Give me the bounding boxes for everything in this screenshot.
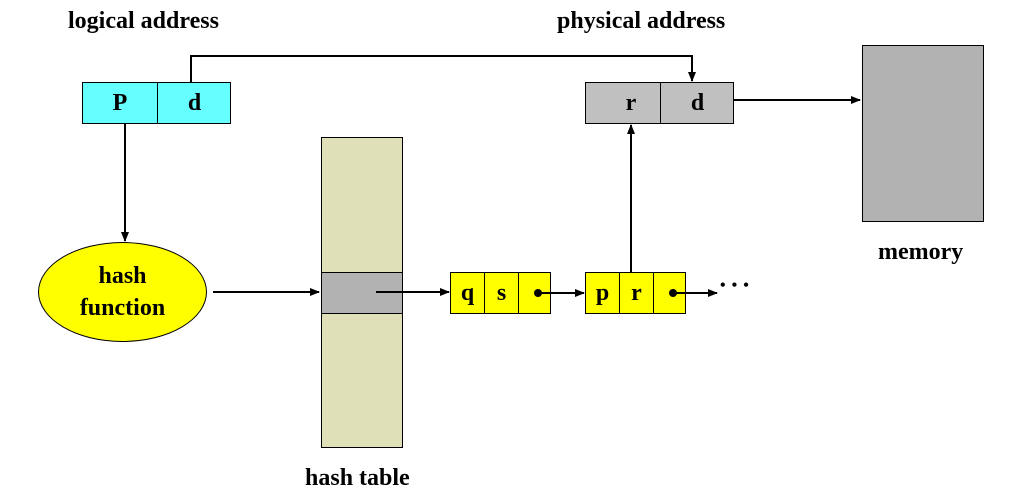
hash-function: hash function	[38, 242, 207, 342]
logical-address-box: P d	[82, 82, 231, 124]
frame-number-field: r	[625, 89, 637, 116]
offset-field: d	[157, 83, 231, 123]
offset-bypass-arrow	[190, 55, 696, 82]
hash-function-label-line2: function	[79, 295, 166, 321]
chain-node-1-key: q	[460, 279, 475, 306]
logical-address-label: logical address	[68, 8, 219, 34]
physical-offset-field: d	[660, 83, 734, 123]
hash-function-label-line1: hash	[98, 263, 147, 289]
physical-address-label: physical address	[557, 8, 726, 34]
chain-node-2-pointer	[653, 273, 686, 313]
chain-node-1-value: s	[484, 273, 518, 313]
memory-block	[862, 45, 984, 222]
chain-continuation-ellipsis: • • •	[720, 277, 750, 294]
page-number-field: P	[112, 89, 128, 116]
memory-label: memory	[878, 239, 964, 265]
chain-node-2-key: p	[595, 279, 610, 306]
hash-table-label: hash table	[305, 465, 410, 491]
chain-node-2-value: r	[619, 273, 653, 313]
chain-node-1-pointer	[518, 273, 551, 313]
physical-address-box: r d	[585, 82, 734, 124]
